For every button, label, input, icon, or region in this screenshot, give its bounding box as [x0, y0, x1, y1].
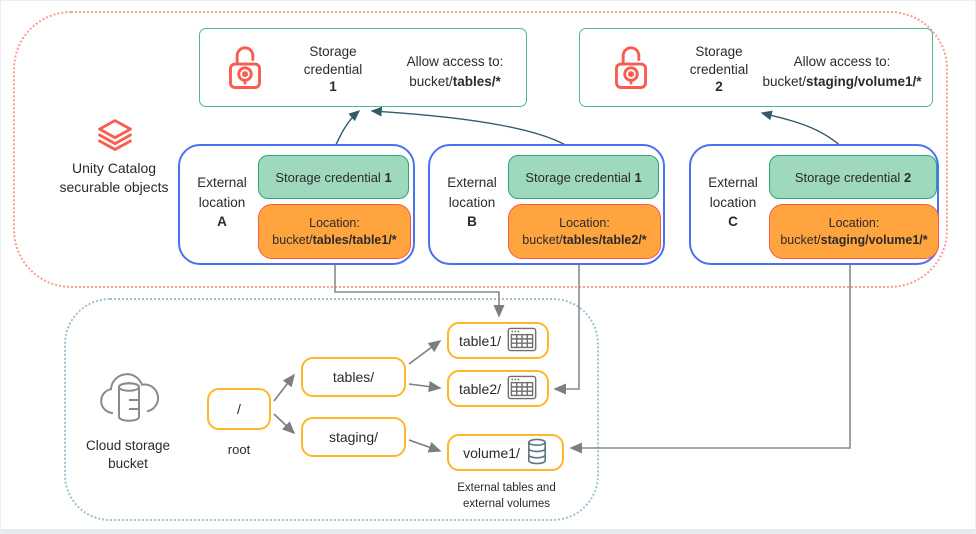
external-location-c-card: External location C Storage credential 2… — [689, 144, 939, 265]
root-node: / — [207, 388, 271, 430]
credential-2-access: Allow access to: bucket/staging/volume1/… — [762, 54, 922, 89]
external-location-b-label: External location B — [447, 175, 497, 230]
volume-icon — [526, 438, 548, 468]
storage-credential-1-card: Storage credential 1 Allow access to: bu… — [199, 28, 527, 107]
location-b-credential-chip: Storage credential 1 — [508, 155, 659, 199]
external-location-b-card: External location B Storage credential 1… — [428, 144, 665, 265]
table-icon — [507, 375, 537, 403]
storage-credential-2-card: Storage credential 2 Allow access to: bu… — [579, 28, 933, 107]
cloud-storage-icon — [93, 363, 165, 429]
table-icon — [507, 327, 537, 355]
page-bottom-strip — [1, 529, 975, 533]
credential-1-title: Storage credential 1 — [303, 44, 363, 95]
tables-folder-node: tables/ — [301, 357, 406, 397]
location-b-path-chip: Location: bucket/tables/table2/* — [508, 204, 661, 259]
credential-2-title: Storage credential 2 — [689, 44, 749, 95]
credential-1-access: Allow access to: bucket/tables/* — [406, 54, 504, 89]
lock-icon — [226, 45, 264, 97]
location-a-credential-chip: Storage credential 1 — [258, 155, 409, 199]
root-caption: root — [227, 442, 251, 457]
cloud-storage-bucket-label: Cloud storage bucket — [85, 438, 171, 472]
external-objects-caption: External tables and external volumes — [457, 482, 556, 511]
location-a-path-chip: Location: bucket/tables/table1/* — [258, 204, 411, 259]
volume1-node: volume1/ — [447, 434, 564, 471]
table1-node: table1/ — [447, 322, 549, 359]
unity-catalog-label: Unity Catalog securable objects — [59, 160, 169, 195]
external-location-a-label: External location A — [197, 175, 247, 230]
external-location-a-card: External location A Storage credential 1… — [178, 144, 415, 265]
table2-node: table2/ — [447, 370, 549, 407]
databricks-layers-icon — [96, 117, 134, 155]
staging-folder-node: staging/ — [301, 417, 406, 457]
external-location-c-label: External location C — [708, 175, 758, 230]
lock-icon — [612, 45, 650, 97]
location-c-path-chip: Location: bucket/staging/volume1/* — [769, 204, 939, 259]
location-c-credential-chip: Storage credential 2 — [769, 155, 937, 199]
